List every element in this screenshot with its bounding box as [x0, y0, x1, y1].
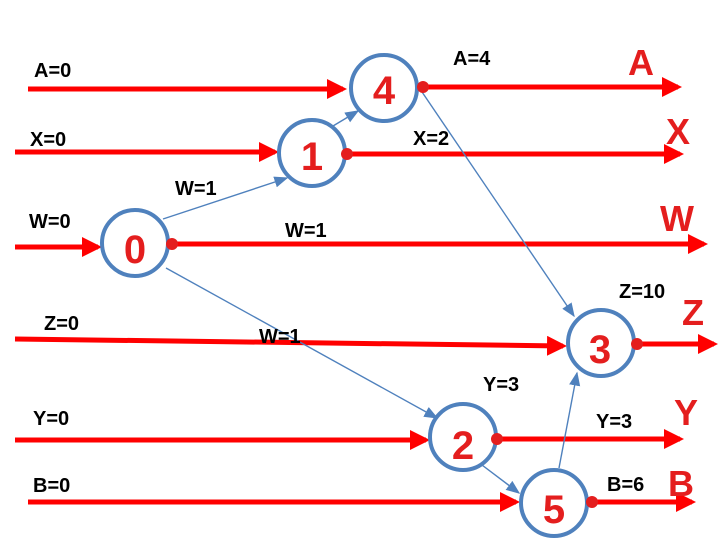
annotation-w1a: W=1 [175, 178, 217, 200]
annotation-y3a: Y=3 [483, 374, 519, 396]
node-0-label: 0 [124, 228, 146, 272]
dot-node-1 [341, 148, 353, 160]
dot-node-4 [417, 81, 429, 93]
edge-5-to-3 [558, 371, 581, 469]
dot-node-5 [586, 496, 598, 508]
annotation-x2: X=2 [413, 128, 449, 150]
timeline-Z-incoming [14, 335, 567, 356]
init-label-B: B=0 [33, 475, 70, 497]
annotation-y3b: Y=3 [596, 411, 632, 433]
init-label-A: A=0 [34, 60, 71, 82]
var-name-B: B [668, 463, 694, 504]
dot-node-3 [631, 338, 643, 350]
timeline-lines [14, 77, 718, 512]
var-name-X: X [666, 111, 690, 152]
init-label-Y: Y=0 [33, 408, 69, 430]
var-name-A: A [628, 42, 654, 83]
edge-0-to-2 [165, 267, 439, 419]
node-2-label: 2 [452, 424, 474, 468]
edge-0-to-1 [162, 176, 289, 220]
init-label-Z: Z=0 [44, 313, 79, 335]
node-5-label: 5 [543, 488, 565, 532]
output-dots [166, 81, 643, 508]
annotation-b6: B=6 [607, 474, 644, 496]
node-4: 4 [349, 53, 419, 123]
node-3: 3 [566, 308, 636, 378]
initial-labels: A=0 X=0 W=0 Z=0 Y=0 B=0 [29, 60, 79, 497]
edge-4-to-3 [419, 88, 575, 318]
node-5: 5 [519, 468, 589, 538]
node-1: 1 [277, 118, 347, 188]
var-name-W: W [660, 198, 694, 239]
annotation-w1b: W=1 [285, 220, 327, 242]
init-label-W: W=0 [29, 211, 71, 233]
dot-node-0 [166, 238, 178, 250]
edge-2-to-5 [477, 461, 521, 494]
var-name-Y: Y [674, 392, 698, 433]
annotation-z10: Z=10 [619, 281, 665, 303]
dependency-edges [162, 88, 581, 494]
node-0: 0 [100, 208, 170, 278]
var-name-Z: Z [682, 292, 704, 333]
node-2: 2 [428, 402, 498, 472]
init-label-X: X=0 [30, 129, 66, 151]
dot-node-2 [491, 433, 503, 445]
variable-names: A X W Z Y B [628, 42, 704, 504]
annotation-w1c: W=1 [259, 326, 301, 348]
value-annotations: A=4 X=2 W=1 W=1 W=1 Z=10 Y=3 Y=3 B=6 [175, 48, 665, 496]
node-4-label: 4 [373, 69, 396, 113]
annotation-a4: A=4 [453, 48, 491, 70]
node-3-label: 3 [589, 328, 611, 372]
edge-1-to-4 [332, 110, 360, 127]
node-1-label: 1 [301, 135, 323, 179]
